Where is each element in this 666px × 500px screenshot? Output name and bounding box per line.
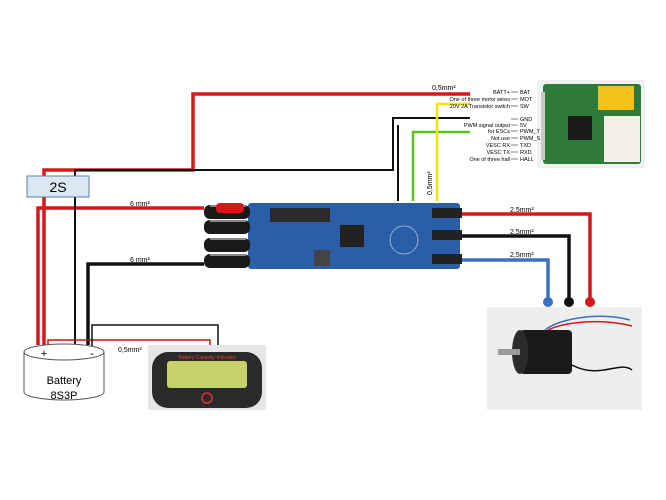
label-bat-to-ctrl: 0,5mm² — [432, 85, 456, 92]
esc-mosfets — [270, 208, 330, 222]
controller-mcu — [568, 116, 592, 140]
controller-pin-name: RXD — [520, 150, 532, 156]
controller-pin-desc: One of three hall — [469, 157, 510, 163]
wire-labels: 0,5mm² 6 mm² 6 mm² 2,5mm² 2,5mm² 2,5mm² … — [118, 85, 534, 354]
phase-red-terminal — [585, 297, 595, 307]
phase-blue-terminal — [543, 297, 553, 307]
controller-pin-desc: BATT+ — [493, 90, 510, 96]
esc-round-component — [389, 225, 419, 255]
label-phase-b: 2,5mm² — [510, 229, 534, 236]
controller-relay — [598, 86, 634, 110]
label-phase-c: 2,5mm² — [510, 252, 534, 259]
controller-pin-name: TXD — [520, 143, 531, 149]
controller-pin-desc: for ESCs — [488, 129, 510, 135]
label-phase-a: 2,5mm² — [510, 207, 534, 214]
controller-pin-name: MOT — [520, 97, 533, 103]
wire-phase-black — [462, 234, 571, 300]
controller-pin-desc: 20V 2A Transistor switch — [450, 104, 510, 110]
battery-label-line2: 8S3P — [51, 390, 78, 402]
wire-phase-blue — [462, 258, 550, 300]
wire-battery-positive-to-esc — [36, 206, 215, 345]
controller-pin-desc: Not use — [491, 136, 510, 142]
controller-pin-name: PWM_T — [520, 129, 541, 135]
label-vertical-signal: 0,5mm² — [427, 171, 434, 195]
motor-shaft — [498, 349, 520, 355]
controller-board — [537, 80, 645, 168]
motor-body — [520, 330, 572, 374]
controller-pin-desc: PWM signal output — [464, 123, 511, 129]
controller-pin-name: HALL — [520, 157, 534, 163]
controller-pin-name: PWM_S — [520, 136, 541, 142]
controller-pin-labels: BATT+ BAT One of three motor wires MOT 20V 2… — [449, 90, 540, 163]
controller-pin-name: SW — [520, 104, 530, 110]
phase-black-terminal — [564, 297, 574, 307]
controller-pin-name: 5V — [520, 123, 527, 129]
wire-battery-negative-to-esc — [86, 262, 208, 345]
controller-pin-desc: One of three motor wires — [449, 97, 510, 103]
wire-phase-red — [462, 212, 592, 300]
controller-pin-name: GND — [520, 117, 532, 123]
indicator-power-icon — [201, 392, 213, 404]
two-s-module: 2S — [26, 175, 90, 198]
controller-pin-desc: VESC TX — [487, 150, 511, 156]
wire-indicator-negative — [91, 324, 219, 360]
two-s-label: 2S — [49, 179, 66, 195]
battery-plus: + — [41, 348, 47, 360]
motor-leads — [544, 315, 631, 331]
controller-connector — [604, 116, 640, 162]
battery: + - Battery 8S3P — [23, 343, 105, 402]
battery-label-line1: Battery — [47, 375, 82, 387]
label-bat-to-esc: 6 mm² — [130, 201, 151, 208]
esc-chip — [340, 225, 364, 247]
wire-pwm-signal — [411, 130, 470, 205]
esc-board — [204, 201, 462, 273]
wires — [36, 92, 592, 360]
indicator-screen-text: Battery Capacity Indicator — [178, 355, 236, 361]
battery-minus: - — [90, 348, 94, 360]
motor-photo — [487, 307, 642, 410]
wire-motor-sense — [435, 102, 470, 213]
wire-2s-to-controller-gnd — [75, 117, 470, 171]
controller-header — [541, 92, 545, 160]
label-indicator: 0,5mm² — [118, 347, 142, 354]
battery-capacity-indicator: Battery Capacity Indicator — [148, 345, 266, 410]
controller-pin-name: BAT — [520, 90, 531, 96]
controller-pin-desc: VESC RX — [486, 143, 510, 149]
label-gnd-to-esc: 6 mm² — [130, 257, 151, 264]
esc-inductor — [314, 250, 330, 266]
